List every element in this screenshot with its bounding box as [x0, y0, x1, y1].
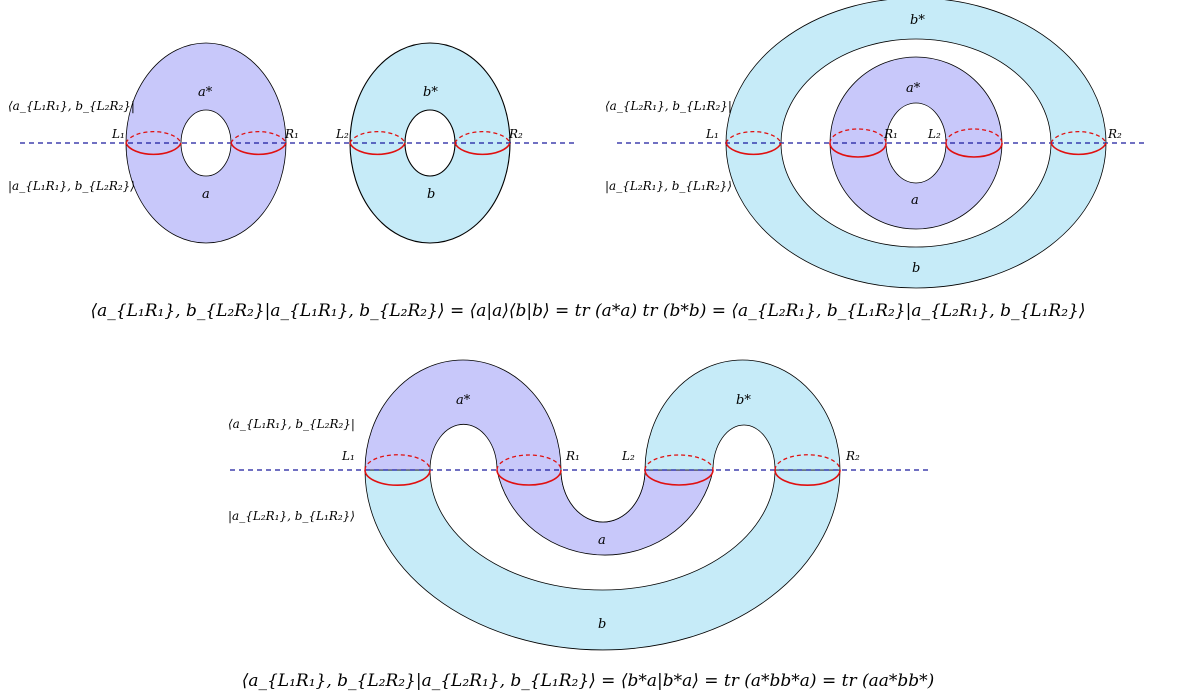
cut-circles-2 — [725, 128, 1107, 158]
torus-b-bottom-label: b — [427, 187, 435, 202]
inner-right-label: L₂ — [927, 127, 941, 141]
blue-u-band — [364, 469, 841, 651]
equation-1: ⟨a_{L₁R₁}, b_{L₂R₂}|a_{L₁R₁}, b_{L₂R₂}⟩ … — [91, 301, 1086, 321]
inner-left-label: R₁ — [883, 127, 898, 141]
torus-b-right-label: R₂ — [508, 127, 523, 141]
blue-arch-b — [644, 359, 841, 471]
equation-2: ⟨a_{L₁R₁}, b_{L₂R₂}|a_{L₂R₁}, b_{L₁R₂}⟩ … — [242, 671, 935, 691]
torus-a-right-label: R₁ — [284, 127, 299, 141]
outer-bottom-label: b — [912, 261, 920, 276]
inner-hole-3 — [561, 470, 645, 522]
L1-label: L₁ — [341, 449, 355, 463]
ket-label: |a_{L₁R₁}, b_{L₂R₂}⟩ — [8, 179, 135, 193]
torus-a-top-label: a* — [198, 85, 213, 100]
a-bottom-label: a — [598, 533, 606, 548]
outer-right-label: R₂ — [1107, 127, 1122, 141]
bra-label-2: ⟨a_{L₂R₁}, b_{L₁R₂}| — [605, 99, 732, 113]
torus-a-bottom-label: a — [202, 187, 210, 202]
a-top-label: a* — [456, 393, 471, 408]
inner-top-label: a* — [906, 81, 921, 96]
ket-label-2: |a_{L₂R₁}, b_{L₁R₂}⟩ — [605, 179, 732, 193]
bra-label: ⟨a_{L₁R₁}, b_{L₂R₂}| — [8, 99, 135, 113]
torus-b-top-label: b* — [423, 85, 438, 100]
b-top-label: b* — [736, 393, 751, 408]
bra-label-3: ⟨a_{L₁R₁}, b_{L₂R₂}| — [228, 417, 355, 431]
inner-bottom-label: a — [911, 193, 919, 208]
ket-label-3: |a_{L₂R₁}, b_{L₁R₂}⟩ — [228, 509, 355, 523]
outer-top-label: b* — [910, 13, 925, 28]
outer-ring-b — [725, 0, 1107, 289]
panel-1: ⟨a_{L₁R₁}, b_{L₂R₂}| |a_{L₁R₁}, b_{L₂R₂}… — [8, 42, 578, 244]
panel-3: ⟨a_{L₁R₁}, b_{L₂R₂}| |a_{L₂R₁}, b_{L₁R₂}… — [228, 359, 930, 651]
torus-a-left-label: L₁ — [111, 127, 125, 141]
R1-label: R₁ — [565, 449, 580, 463]
b-bottom-label: b — [598, 617, 606, 632]
torus-b-left-label: L₂ — [335, 127, 349, 141]
R2-label: R₂ — [845, 449, 860, 463]
outer-left-label: L₁ — [705, 127, 719, 141]
panel-2: ⟨a_{L₂R₁}, b_{L₁R₂}| |a_{L₂R₁}, b_{L₁R₂}… — [605, 0, 1145, 289]
cut-circles-1 — [125, 130, 511, 156]
cut-circles-3 — [364, 454, 841, 487]
L2-label: L₂ — [621, 449, 635, 463]
